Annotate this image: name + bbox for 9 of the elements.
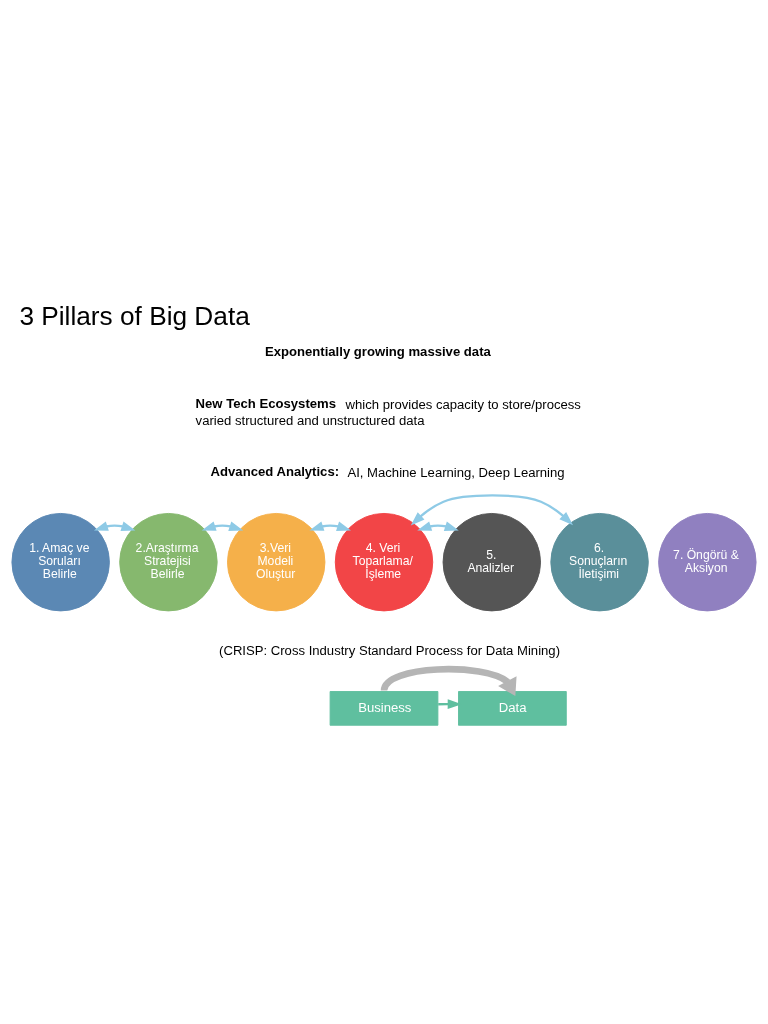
node-box: Business [329,690,439,726]
diagram-title: 3 Pillars of Big Data [19,299,250,330]
label: Exponentially growing massive data [264,343,491,359]
node-box: Data [458,690,567,726]
label: (CRISP: Cross Industry Standard Process for Data Mining) [219,642,561,658]
label: Advanced Analytics: AI, Machine Learning, Deep Learning [210,463,565,480]
label: New Tech Ecosystems which provides capacity to store/process varied structured and unstructured data [195,395,581,428]
node-circle: 7. Öngörü & Aksiyon [658,512,757,611]
arrow [380,665,517,696]
